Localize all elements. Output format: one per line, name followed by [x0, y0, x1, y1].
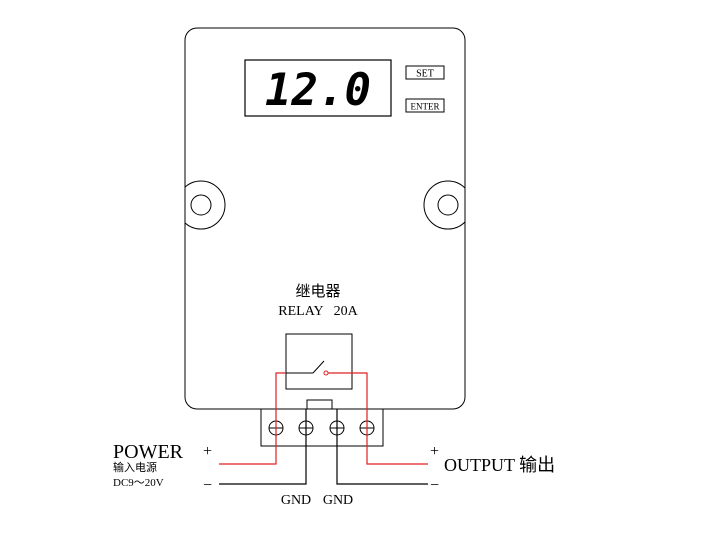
- output-label: OUTPUT 输出: [444, 455, 555, 475]
- output-negative-wire: [336, 409, 428, 485]
- relay-label-cn: 继电器: [295, 283, 340, 300]
- mount-hole-left-inner: [190, 194, 212, 216]
- output-positive-wire: [328, 372, 428, 465]
- relay-contact: [323, 370, 329, 376]
- power-label: POWER: [113, 441, 184, 463]
- power-positive-wire: [219, 372, 286, 465]
- power-plus-sign: +: [203, 443, 212, 460]
- relay-box: [285, 333, 353, 390]
- terminal-tab: [306, 399, 333, 410]
- output-minus-sign: −: [430, 477, 439, 494]
- power-voltage: DC9～20V: [113, 477, 164, 489]
- gnd-label-right: GND: [323, 493, 353, 508]
- enter-button[interactable]: [405, 98, 445, 113]
- output-plus-sign: +: [430, 443, 439, 460]
- gnd-label-left: GND: [281, 493, 311, 508]
- display-reading: 12.0: [265, 65, 371, 116]
- mount-hole-right-inner: [437, 194, 459, 216]
- set-button-label: SET: [416, 69, 434, 80]
- power-negative-wire: [219, 409, 307, 485]
- power-label-cn: 输入电源: [113, 460, 157, 474]
- led-display: [244, 59, 392, 117]
- set-button[interactable]: [405, 65, 445, 80]
- relay-switch-blade: [312, 360, 325, 374]
- enter-button-label: ENTER: [411, 102, 440, 112]
- relay-label-en: RELAY 20A: [278, 304, 358, 319]
- power-minus-sign: −: [203, 477, 212, 494]
